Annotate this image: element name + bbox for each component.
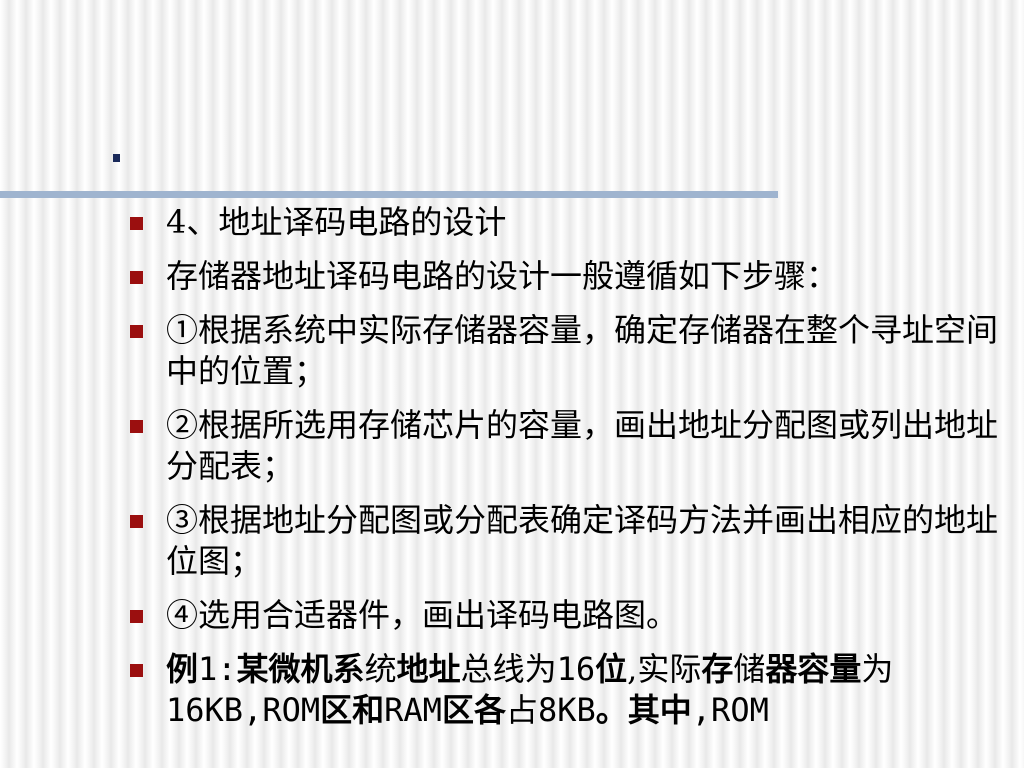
example-item: 例1:某微机系统地址总线为16位,实际存储器容量为16KB,ROM区和RAM区各… [126, 649, 1016, 731]
bullet-text: ①根据系统中实际存储器容量，确定存储器在整个寻址空间中的位置； [166, 311, 999, 390]
bullet-item: ④选用合适器件，画出译码电路图。 [126, 595, 1016, 636]
square-bullet-icon [130, 610, 143, 623]
square-bullet-icon [130, 420, 143, 433]
bullet-text: 存储器地址译码电路的设计一般遵循如下步骤： [166, 257, 839, 295]
bullet-list: 4、地址译码电路的设计 存储器地址译码电路的设计一般遵循如下步骤： ①根据系统中… [126, 202, 1016, 744]
square-bullet-icon [130, 325, 143, 338]
square-bullet-icon [130, 664, 143, 677]
bullet-item: 存储器地址译码电路的设计一般遵循如下步骤： [126, 256, 1016, 297]
square-bullet-icon [130, 217, 143, 230]
bullet-text: ③根据地址分配图或分配表确定译码方法并画出相应的地址位图； [166, 501, 999, 580]
title-placeholder [113, 154, 120, 162]
bullet-item: ②根据所选用存储芯片的容量，画出地址分配图或列出地址分配表； [126, 405, 1016, 487]
bullet-text: ④选用合适器件，画出译码电路图。 [166, 596, 679, 634]
bullet-item: ①根据系统中实际存储器容量，确定存储器在整个寻址空间中的位置； [126, 310, 1016, 392]
bullet-text: ②根据所选用存储芯片的容量，画出地址分配图或列出地址分配表； [166, 406, 999, 485]
example-text: 例1:某微机系统地址总线为16位,实际存储器容量为16KB,ROM区和RAM区各… [166, 650, 894, 729]
bullet-text: 4、地址译码电路的设计 [166, 203, 507, 241]
title-divider [0, 191, 778, 198]
bullet-item: ③根据地址分配图或分配表确定译码方法并画出相应的地址位图； [126, 500, 1016, 582]
bullet-item: 4、地址译码电路的设计 [126, 202, 1016, 243]
square-bullet-icon [130, 515, 143, 528]
square-bullet-icon [130, 271, 143, 284]
